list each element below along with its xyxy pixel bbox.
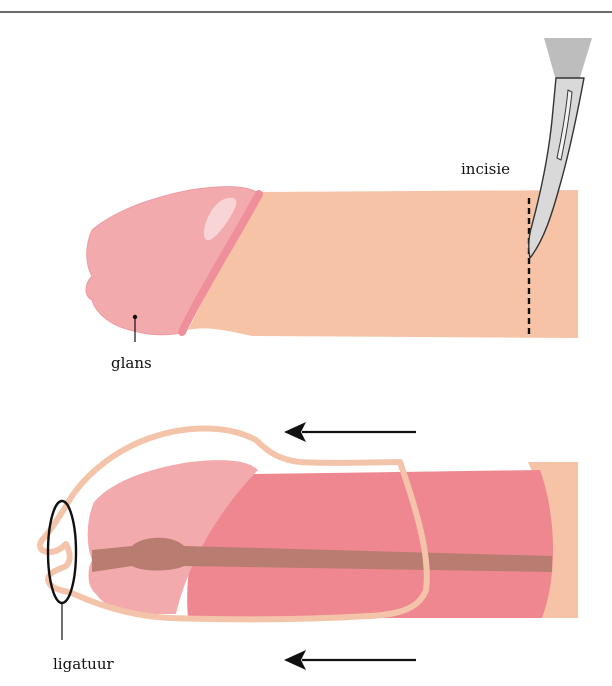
bottom-shaft [187, 470, 553, 618]
arrow-left-icon [284, 650, 416, 670]
incision-label: incisie [461, 162, 510, 177]
top-figure [86, 38, 592, 342]
bottom-figure [40, 422, 578, 670]
arrow-left-icon [284, 422, 416, 442]
glans-label: glans [111, 356, 152, 371]
ligature-label: ligatuur [53, 657, 114, 672]
